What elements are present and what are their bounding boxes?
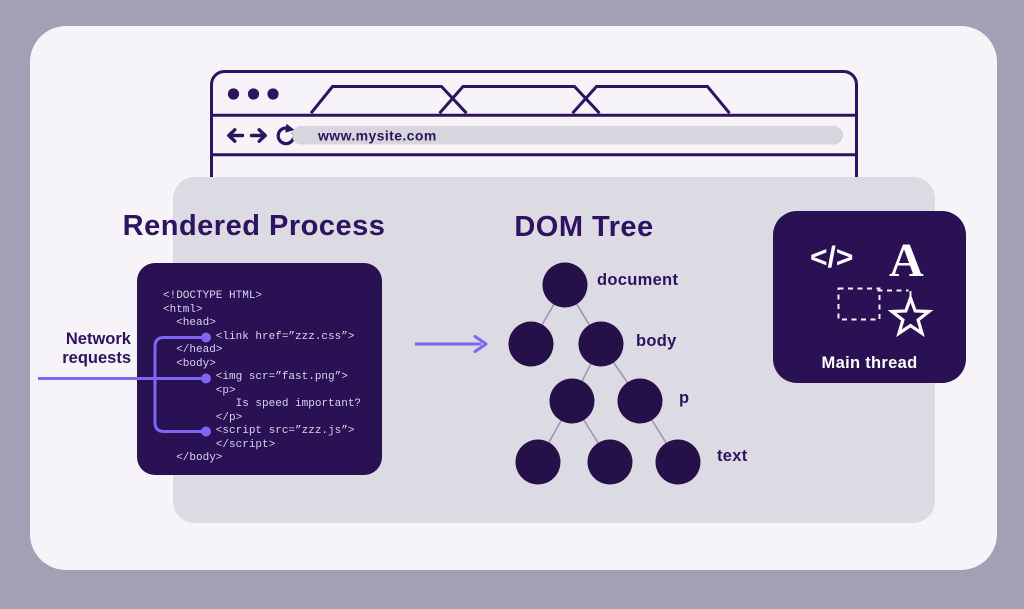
window-dots-icon[interactable] <box>227 88 279 100</box>
tree-node-p <box>617 378 663 424</box>
tree-node <box>515 439 561 485</box>
back-arrow-icon[interactable] <box>227 128 245 143</box>
dom-tree-title: DOM Tree <box>514 211 654 243</box>
browser-tab-3[interactable] <box>571 85 731 115</box>
code-icon: </> <box>810 241 854 274</box>
tree-node-document <box>542 262 588 308</box>
html-code-block: <!DOCTYPE HTML> <html> <head> <link href… <box>137 263 382 475</box>
tree-node <box>587 439 633 485</box>
url-bar[interactable] <box>292 126 843 145</box>
rendered-process-title: Rendered Process <box>122 210 386 242</box>
html-code: <!DOCTYPE HTML> <html> <head> <link href… <box>163 290 362 464</box>
tree-label-document: document <box>597 271 679 289</box>
tree-label-text: text <box>717 447 748 465</box>
tree-edges <box>530 284 679 463</box>
main-thread-label: Main thread <box>821 354 918 372</box>
browser-tab-1[interactable] <box>309 85 468 115</box>
tree-node <box>549 378 595 424</box>
main-thread-panel: </> A Main thread <box>773 211 966 383</box>
forward-arrow-icon[interactable] <box>249 128 267 143</box>
url-text[interactable]: www.mysite.com <box>317 128 437 144</box>
network-requests-label: Network requests <box>62 330 131 367</box>
browser-tab-2[interactable] <box>438 85 601 115</box>
tree-label-p: p <box>679 389 690 407</box>
tree-label-body: body <box>636 332 677 350</box>
tree-node <box>508 321 554 367</box>
star-icon <box>887 293 934 338</box>
tree-node-text <box>655 439 701 485</box>
tree-node-body <box>578 321 624 367</box>
letter-a-icon: A <box>889 234 924 287</box>
main-thread-icons <box>837 287 934 338</box>
dom-tree <box>508 262 701 485</box>
